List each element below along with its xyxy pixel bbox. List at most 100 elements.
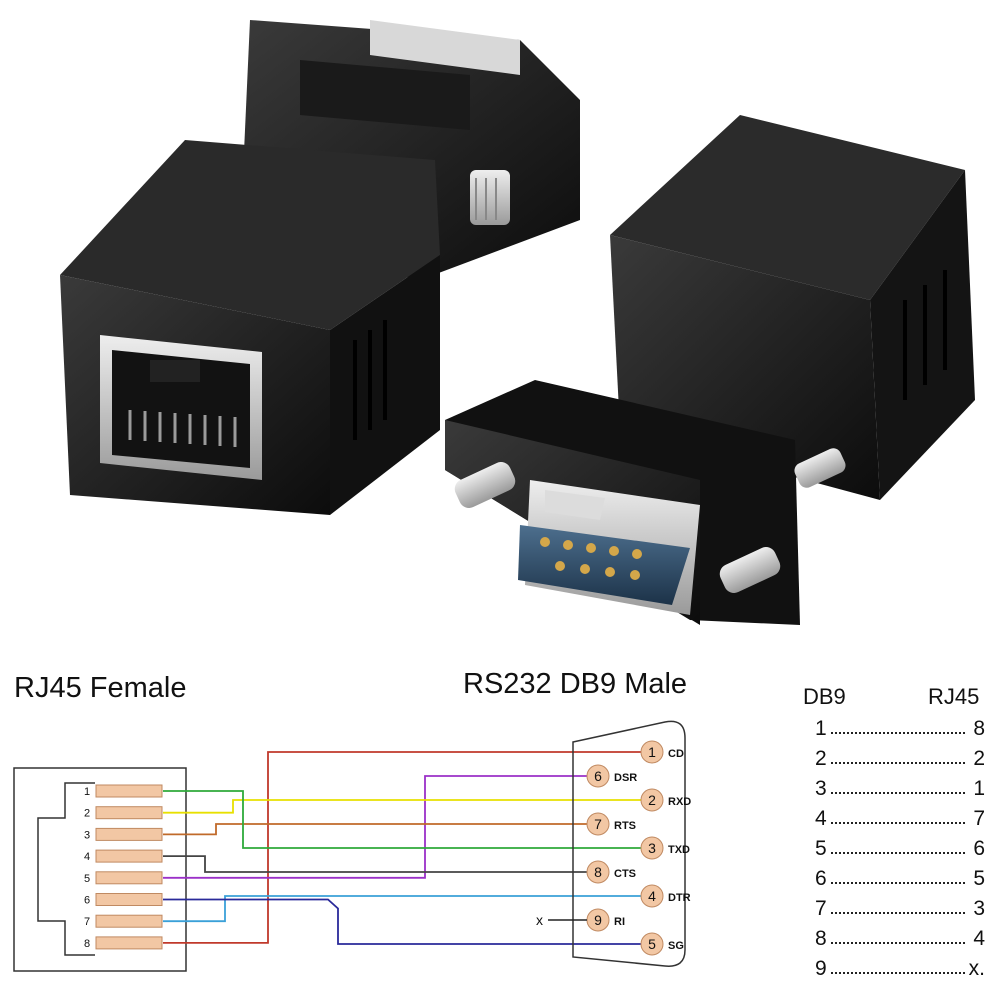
db9-pin-number: 5 <box>648 936 656 952</box>
mapping-header-db9: DB9 <box>803 684 846 709</box>
rj45-pin-5 <box>95 871 163 885</box>
db9-pin-7 <box>586 812 610 836</box>
product-photo <box>60 20 975 625</box>
mapping-db9-pin: 1 <box>815 717 827 740</box>
rj45-pin-8 <box>95 936 163 950</box>
mapping-dash-line <box>831 942 965 944</box>
mapping-db9-pin: 2 <box>815 747 827 770</box>
rj45-jack-outline <box>13 767 187 972</box>
db9-adapter-photo <box>445 115 975 625</box>
mapping-db9-pin: 8 <box>815 927 827 950</box>
wire-db9-4-to-rj45-7 <box>163 895 641 923</box>
db9-signal-label: RI <box>614 916 625 928</box>
mapping-rj45-pin: 7 <box>973 807 985 830</box>
db9-signal-label: DTR <box>668 892 691 904</box>
rj45-pin-7 <box>95 914 163 928</box>
mapping-dash-line <box>831 762 965 764</box>
db9-signal-label: RTS <box>614 820 636 832</box>
rj45-pin-number: 6 <box>84 895 90 907</box>
mapping-db9-pin: 3 <box>815 777 827 800</box>
wire-db9-3-to-rj45-1 <box>163 790 641 849</box>
mapping-dash-line <box>831 822 965 824</box>
rj45-pin-number: 5 <box>84 873 90 885</box>
rj45-pin-number: 2 <box>84 808 90 820</box>
mapping-row: 9 x. <box>815 957 985 983</box>
rj45-pin-3 <box>95 827 163 841</box>
mapping-dash-line <box>831 852 965 854</box>
mapping-dash-line <box>831 972 965 974</box>
mapping-dash-line <box>831 792 965 794</box>
wire-db9-2-to-rj45-2 <box>163 799 641 814</box>
mapping-header-rj45: RJ45 <box>928 684 980 709</box>
mapping-rj45-pin: 6 <box>973 837 985 860</box>
db9-signal-label: DSR <box>614 772 637 784</box>
wire-db9-8-to-rj45-4 <box>163 855 587 873</box>
rj45-pin-number: 1 <box>84 786 90 798</box>
mapping-db9-pin: 5 <box>815 837 827 860</box>
db9-pin-number: 7 <box>594 816 602 832</box>
rj45-title: RJ45 Female <box>14 672 187 704</box>
mapping-db9-pin: 4 <box>815 807 827 830</box>
mapping-db9-pin: 6 <box>815 867 827 890</box>
db9-pin-5 <box>640 932 664 956</box>
rj45-pin-number: 8 <box>84 938 90 950</box>
db9-pin-number: 9 <box>594 912 602 928</box>
wire-db9-6-to-rj45-5 <box>163 775 587 879</box>
unconnected-mark: x <box>536 912 543 928</box>
rj45-pin-number: 3 <box>84 829 90 841</box>
db9-title: RS232 DB9 Male <box>463 668 688 700</box>
db9-pin-2 <box>640 788 664 812</box>
mapping-rj45-pin: 2 <box>973 747 985 770</box>
db9-pin-number: 2 <box>648 792 656 808</box>
db9-pin-group: 1 CD 6 DSR 2 RXD 7 RTS 3 TXD 8 CTS 4 DTR 9 RI 5 SG x <box>536 740 691 956</box>
rj45-pin-number: 7 <box>84 916 90 928</box>
db9-signal-label: TXD <box>668 844 690 856</box>
db9-pin-1 <box>640 740 664 764</box>
db9-pin-number: 1 <box>648 744 656 760</box>
db9-signal-label: RXD <box>668 796 691 808</box>
db9-pin-number: 4 <box>648 888 656 904</box>
rj45-pin-number: 4 <box>84 851 90 863</box>
mapping-dash-line <box>831 912 965 914</box>
rj45-pin-1 <box>95 784 163 798</box>
mapping-dash-line <box>831 732 965 734</box>
mapping-dash-line <box>831 882 965 884</box>
db9-pin-3 <box>640 836 664 860</box>
mapping-rj45-pin: 1 <box>973 777 985 800</box>
db9-pin-number: 6 <box>594 768 602 784</box>
rj45-pin-6 <box>95 893 163 906</box>
rj45-pin-group: 1 2 3 4 5 6 7 8 <box>84 784 163 950</box>
db9-pin-number: 8 <box>594 864 602 880</box>
mapping-db9-pin: 7 <box>815 897 827 920</box>
db9-pin-4 <box>640 884 664 908</box>
mapping-rj45-pin: 8 <box>973 717 985 740</box>
wire-db9-7-to-rj45-3 <box>163 823 587 836</box>
db9-pin-8 <box>586 860 610 884</box>
rj45-pin-2 <box>95 806 163 820</box>
mapping-db9-pin: 9 <box>815 957 827 980</box>
db9-signal-label: CD <box>668 748 684 760</box>
wire-db9-5-to-rj45-6 <box>163 898 641 945</box>
mapping-rj45-pin: 5 <box>973 867 985 890</box>
rj45-pin-4 <box>95 849 163 863</box>
mapping-rj45-pin: 4 <box>973 927 985 950</box>
db9-signal-label: SG <box>668 940 684 952</box>
wire-db9-1-to-rj45-8 <box>163 751 641 944</box>
wire-group <box>163 751 641 945</box>
rj45-adapter-photo <box>60 20 580 515</box>
mapping-rj45-pin: x. <box>968 957 985 980</box>
mapping-rj45-pin: 3 <box>973 897 985 920</box>
db9-connector-outline <box>572 720 686 967</box>
db9-pin-number: 3 <box>648 840 656 856</box>
db9-pin-6 <box>586 764 610 788</box>
db9-signal-label: CTS <box>614 868 636 880</box>
